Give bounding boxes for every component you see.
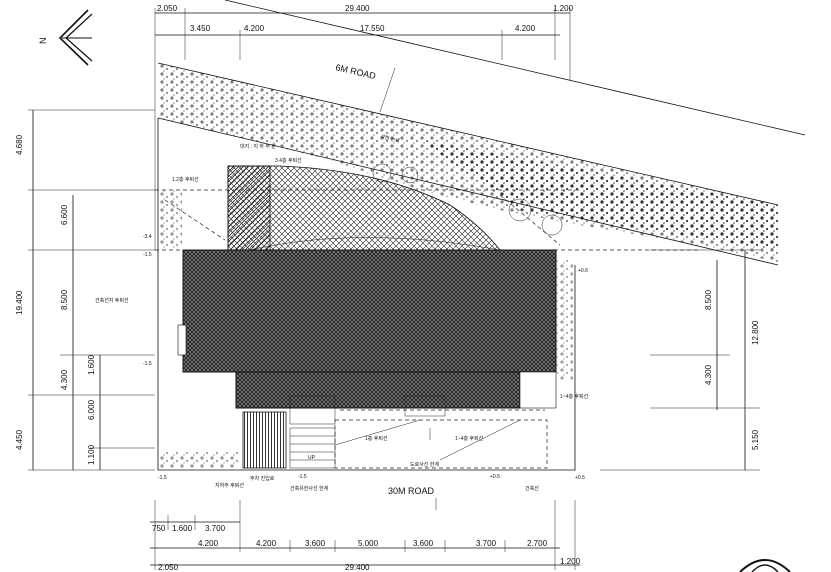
left-dim-outer-1: 4.680: [15, 134, 24, 155]
top-dim-7: 4.200: [515, 24, 536, 33]
bottom-dim-12: 29.400: [345, 563, 370, 572]
top-dim-3: 1.200: [553, 4, 574, 13]
setback-3f-label: 3.4층 후퇴선: [275, 157, 302, 164]
level-7: +0.5: [575, 475, 585, 481]
inner-setback-b: 1~4층 후퇴선: [455, 435, 484, 442]
left-dim-innermost-1: 1.600: [87, 354, 96, 375]
top-dim-2: 29.400: [345, 4, 370, 13]
bottom-dim-1: 750: [152, 524, 166, 533]
boundary-note: 사현 논쇄: [380, 133, 401, 144]
level-6: +0.5: [490, 474, 500, 480]
left-dim-inner-1: 6.600: [60, 204, 69, 225]
right-dimension-lines: 12.800 5.150 8.500 4.300: [600, 249, 760, 471]
north-label: N: [38, 38, 48, 45]
setback-1f-label: 1.2층 후퇴선: [172, 176, 199, 183]
left-dimension-lines: 4.680 19.400 4.450 6.600 8.500 4.300 6.0…: [15, 109, 155, 471]
north-arrow: N: [38, 9, 93, 66]
level-5: -1.5: [158, 475, 167, 481]
left-dim-inner-2: 8.500: [60, 289, 69, 310]
left-dim-inner-3: 4.300: [60, 369, 69, 390]
bottom-label-center: 도로사선 한계: [410, 461, 439, 468]
stamp-fragment: [739, 559, 791, 572]
bottom-dim-3: 3.700: [205, 524, 226, 533]
left-setback-label: 건축선지 후퇴선: [95, 297, 129, 304]
inner-setback-a: 1층 후퇴선: [365, 435, 388, 442]
right-dim-inner-2: 4.300: [704, 364, 713, 385]
bottom-label-a: 지하주 후퇴선: [215, 482, 244, 489]
bottom-dim-7: 5.000: [358, 539, 379, 548]
right-note: 1~4층 후퇴선: [560, 393, 589, 400]
bottom-dim-8: 3.600: [413, 539, 434, 548]
site-note-label: 대지 : 지 하 부 분: [240, 143, 276, 150]
level-8: -1.5: [298, 474, 307, 480]
right-dim-inner-1: 8.500: [704, 289, 713, 310]
bottom-dim-2: 1.600: [172, 524, 193, 533]
upper-floor-setback-zone: 3.4층 후퇴선 1.2층 후퇴선 대지 : 지 하 부 분: [172, 143, 501, 251]
bottom-label-b: 주차 진입로: [250, 475, 275, 482]
site-boundary: [155, 118, 700, 471]
up-label: UP: [308, 455, 316, 461]
level-markers: -3.4 -1.5 +0.6 -1.5 -1.5 +0.5 +0.5 -1.5: [143, 234, 588, 481]
bottom-label-mid: 건축유한사선 한계: [290, 485, 329, 492]
top-road-label: 6M ROAD: [335, 62, 378, 81]
right-dim-outer-1: 12.800: [751, 320, 760, 345]
bottom-dim-13: 1.200: [560, 557, 581, 566]
top-dimension-lines: 2.050 29.400 1.200 3.450 4.200 17.550 4.…: [154, 4, 574, 250]
bottom-dimension-lines: 750 1.600 3.700 4.200 4.200 3.600 5.000 …: [150, 500, 581, 572]
main-building-footprint: [177, 249, 557, 409]
left-dim-inner-4: 6.000: [87, 399, 96, 420]
level-4: -1.5: [143, 361, 152, 367]
bottom-dim-11: 2.050: [158, 563, 179, 572]
vegetation-strip: 사현 논쇄: [158, 63, 778, 262]
top-dim-4: 3.450: [190, 24, 211, 33]
left-dim-outer-2: 19.400: [15, 290, 24, 315]
top-dim-1: 2.050: [157, 4, 178, 13]
bottom-label-right: 건축선: [525, 485, 539, 492]
ground-floor-elements: UP 1층 후퇴선 1~4층 후퇴선 1~4층 후퇴선: [242, 393, 589, 469]
bottom-dim-6: 3.600: [305, 539, 326, 548]
bottom-road-label: 30M ROAD: [388, 486, 435, 496]
left-dim-outer-3: 4.450: [15, 429, 24, 450]
bottom-dim-4: 4.200: [198, 539, 219, 548]
top-dim-6: 17.550: [360, 24, 385, 33]
level-3: +0.6: [578, 268, 588, 274]
right-dim-outer-2: 5.150: [751, 429, 760, 450]
left-dim-innermost-2: 1.100: [87, 444, 96, 465]
level-1: -3.4: [143, 234, 152, 240]
bottom-dim-5: 4.200: [256, 539, 277, 548]
level-2: -1.5: [143, 252, 152, 258]
bottom-labels: 지하주 후퇴선 주차 진입로 건축유한사선 한계 도로사선 한계 건축선 30M…: [215, 428, 539, 510]
bottom-dim-10: 2.700: [527, 539, 548, 548]
top-dim-5: 4.200: [244, 24, 265, 33]
bottom-dim-9: 3.700: [476, 539, 497, 548]
